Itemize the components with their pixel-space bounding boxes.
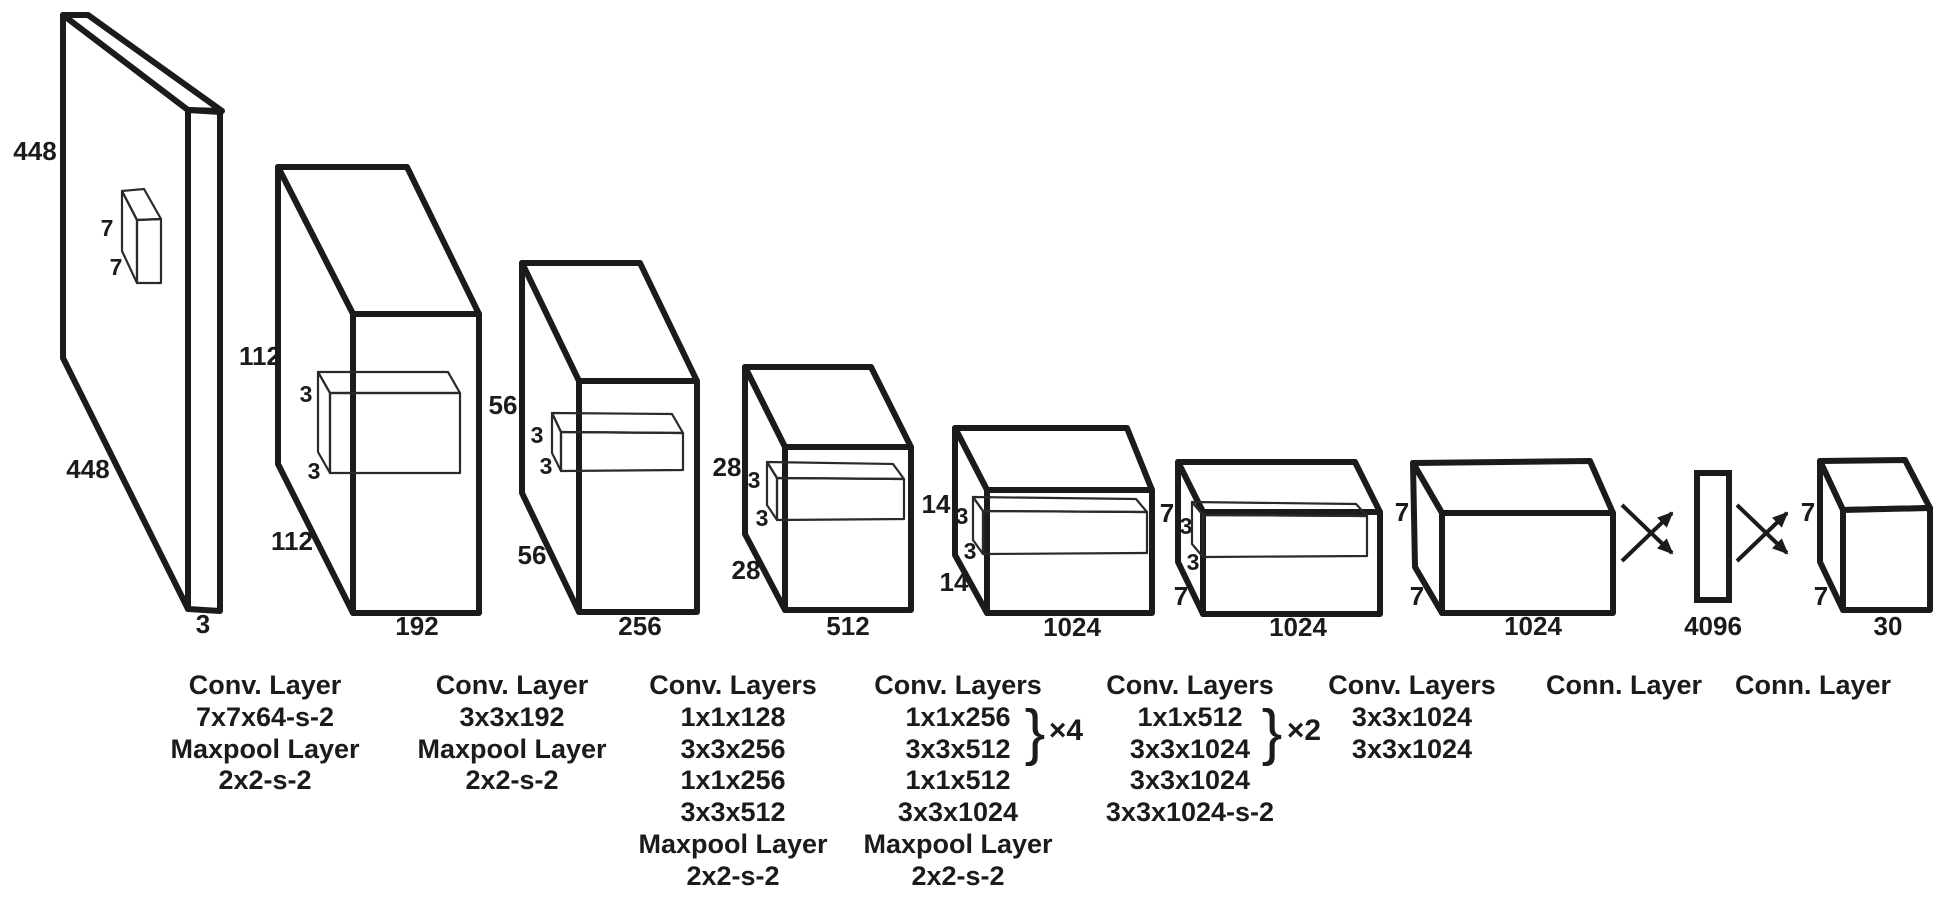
col5-line: 1x1x512 xyxy=(1137,702,1242,732)
conv1-height-label: 112 xyxy=(239,341,281,371)
conv3-kernel-w-label: 3 xyxy=(756,505,769,531)
col4-title: Conv. Layers xyxy=(874,670,1042,700)
conv5-kernel-h-label: 3 xyxy=(1180,513,1193,539)
conv3-height-label: 28 xyxy=(713,452,742,482)
col5-line: 3x3x1024-s-2 xyxy=(1106,797,1274,827)
col7-title: Conn. Layer xyxy=(1546,670,1703,700)
output-width-label: 7 xyxy=(1814,581,1828,611)
conv6-height-label: 7 xyxy=(1395,497,1409,527)
col4-line: 1x1x512 xyxy=(905,765,1010,795)
conv4-front-face xyxy=(984,487,1155,616)
col1-line: 7x7x64-s-2 xyxy=(196,702,334,732)
col4-line: Maxpool Layer xyxy=(863,829,1053,859)
input-height-label: 448 xyxy=(13,136,56,166)
out-arrow-up xyxy=(1735,511,1789,563)
conv2-front-face xyxy=(576,378,700,615)
col2-line: 2x2-s-2 xyxy=(465,765,558,795)
conv5-front-face xyxy=(1200,509,1383,617)
col5-line: 3x3x1024 xyxy=(1130,734,1250,764)
col5-repeat-count: ×2 xyxy=(1287,714,1321,747)
conv2-height-label: 56 xyxy=(489,390,518,420)
conv5-height-label: 7 xyxy=(1160,498,1174,528)
conv5-width-label: 7 xyxy=(1174,581,1188,611)
conv5-depth-label: 1024 xyxy=(1269,612,1327,642)
col4-repeat-brace: } xyxy=(1025,698,1046,767)
conv3-front-face xyxy=(782,444,914,613)
col3-title: Conv. Layers xyxy=(649,670,817,700)
col3-line: 2x2-s-2 xyxy=(686,861,779,891)
conv2-depth-label: 256 xyxy=(618,611,661,641)
conv4-width-label: 14 xyxy=(940,567,969,597)
col5-line: 3x3x1024 xyxy=(1130,765,1250,795)
col3-line: 3x3x512 xyxy=(680,797,785,827)
fc-units-label: 4096 xyxy=(1684,611,1742,641)
conv5-kernel-w-label: 3 xyxy=(1187,549,1200,575)
col2-title: Conv. Layer xyxy=(436,670,589,700)
input-kernel-right-face xyxy=(135,217,163,285)
fc-layer-bar xyxy=(1694,470,1732,603)
col3-line: 3x3x256 xyxy=(680,734,785,764)
conv4-depth-label: 1024 xyxy=(1043,612,1101,642)
input-depth-label: 3 xyxy=(196,609,210,639)
conv1-depth-label: 192 xyxy=(395,611,438,641)
conv3-depth-label: 512 xyxy=(826,611,869,641)
conv2-kernel-front-face xyxy=(559,430,685,473)
conv4-kernel-h-label: 3 xyxy=(956,503,969,529)
fc-arrow-up xyxy=(1620,511,1674,563)
conv1-width-label: 112 xyxy=(271,526,313,556)
fc-arrow-down xyxy=(1620,503,1674,555)
conv4-kernel-front-face xyxy=(981,509,1149,556)
conv6-front-face xyxy=(1439,510,1616,616)
col4-line: 3x3x1024 xyxy=(898,797,1018,827)
conv3-kernel-front-face xyxy=(775,476,906,522)
col4-line: 1x1x256 xyxy=(905,702,1010,732)
input-kernel-h-label: 7 xyxy=(101,215,114,241)
col1-line: 2x2-s-2 xyxy=(218,765,311,795)
conv5-kernel-front-face xyxy=(1201,513,1369,559)
conv6-top-face xyxy=(1410,458,1616,516)
col4-line: 2x2-s-2 xyxy=(911,861,1004,891)
conv6-width-label: 7 xyxy=(1410,581,1424,611)
input-plane-face xyxy=(60,12,191,612)
conv4-kernel-w-label: 3 xyxy=(964,538,977,564)
col1-line: Maxpool Layer xyxy=(170,734,360,764)
input-width-label: 448 xyxy=(66,454,109,484)
col3-line: Maxpool Layer xyxy=(638,829,828,859)
col6-line: 3x3x1024 xyxy=(1352,702,1472,732)
conv4-height-label: 14 xyxy=(922,489,951,519)
conv1-front-face xyxy=(350,311,482,616)
col2-line: Maxpool Layer xyxy=(417,734,607,764)
col2-line: 3x3x192 xyxy=(459,702,564,732)
output-depth-label: 30 xyxy=(1874,611,1903,641)
col5-title: Conv. Layers xyxy=(1106,670,1274,700)
input-kernel-w-label: 7 xyxy=(110,254,123,280)
col5-repeat-brace: } xyxy=(1262,698,1283,767)
out-arrow-down xyxy=(1735,503,1789,555)
conv2-kernel-w-label: 3 xyxy=(540,453,553,479)
col1-title: Conv. Layer xyxy=(189,670,342,700)
conv3-width-label: 28 xyxy=(732,555,761,585)
conv1-kernel-front-face xyxy=(328,391,462,475)
input-plane-depth-strip xyxy=(185,107,223,614)
conv1-kernel-h-label: 3 xyxy=(300,381,313,407)
conv1-kernel-w-label: 3 xyxy=(308,458,321,484)
output-front-face xyxy=(1840,505,1933,613)
conv3-kernel-h-label: 3 xyxy=(748,467,761,493)
conv2-width-label: 56 xyxy=(518,540,547,570)
col6-line: 3x3x1024 xyxy=(1352,734,1472,764)
col6-title: Conv. Layers xyxy=(1328,670,1496,700)
col4-repeat-count: ×4 xyxy=(1049,714,1084,747)
conv6-depth-label: 1024 xyxy=(1504,611,1562,641)
col4-line: 3x3x512 xyxy=(905,734,1010,764)
output-height-label: 7 xyxy=(1801,497,1815,527)
col3-line: 1x1x128 xyxy=(680,702,785,732)
col8-title: Conn. Layer xyxy=(1735,670,1892,700)
col3-line: 1x1x256 xyxy=(680,765,785,795)
conv2-kernel-h-label: 3 xyxy=(531,422,544,448)
